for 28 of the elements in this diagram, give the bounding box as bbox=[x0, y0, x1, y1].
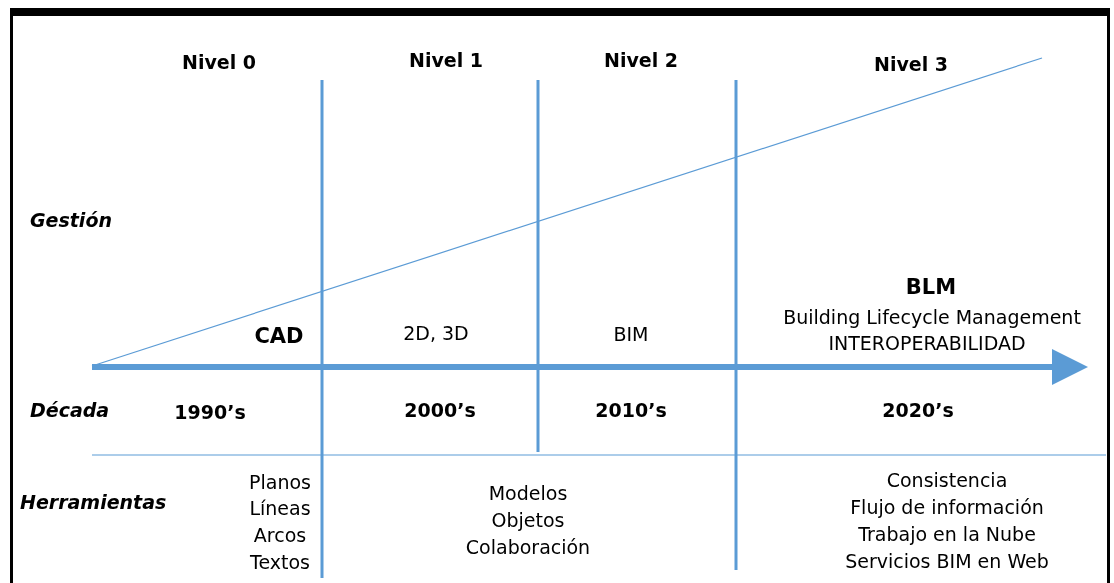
stage-label: BIM bbox=[613, 323, 649, 345]
tool-item: Consistencia bbox=[886, 469, 1008, 491]
stage-subtitle: Building Lifecycle Management bbox=[783, 306, 1081, 328]
stage-title: BLM bbox=[905, 276, 957, 298]
tool-item: Modelos bbox=[488, 482, 568, 504]
tool-item: Objetos bbox=[491, 509, 565, 531]
row-heading: Herramientas bbox=[20, 491, 167, 513]
tool-item: Líneas bbox=[249, 497, 311, 519]
decade-label: 2010’s bbox=[595, 399, 667, 421]
row-heading: Gestión bbox=[30, 209, 112, 231]
decade-label: 2020’s bbox=[882, 399, 954, 421]
row-heading: Década bbox=[30, 399, 110, 421]
decade-label: 1990’s bbox=[174, 401, 246, 423]
stage-label: CAD bbox=[254, 325, 304, 347]
tool-item: Flujo de información bbox=[850, 496, 1044, 518]
stage-subtitle: INTEROPERABILIDAD bbox=[828, 332, 1026, 354]
level-heading: Nivel 0 bbox=[182, 51, 256, 73]
tool-item: Servicios BIM en Web bbox=[845, 550, 1049, 572]
decade-label: 2000’s bbox=[404, 399, 476, 421]
tool-item: Textos bbox=[250, 551, 310, 573]
tool-item: Colaboración bbox=[465, 536, 591, 558]
level-heading: Nivel 2 bbox=[604, 49, 678, 71]
tool-item: Planos bbox=[249, 471, 311, 493]
level-heading: Nivel 1 bbox=[409, 49, 483, 71]
tool-item: Arcos bbox=[253, 524, 307, 546]
stage-label: 2D, 3D bbox=[403, 322, 469, 344]
level-heading: Nivel 3 bbox=[874, 53, 948, 75]
tool-item: Trabajo en la Nube bbox=[858, 523, 1036, 545]
